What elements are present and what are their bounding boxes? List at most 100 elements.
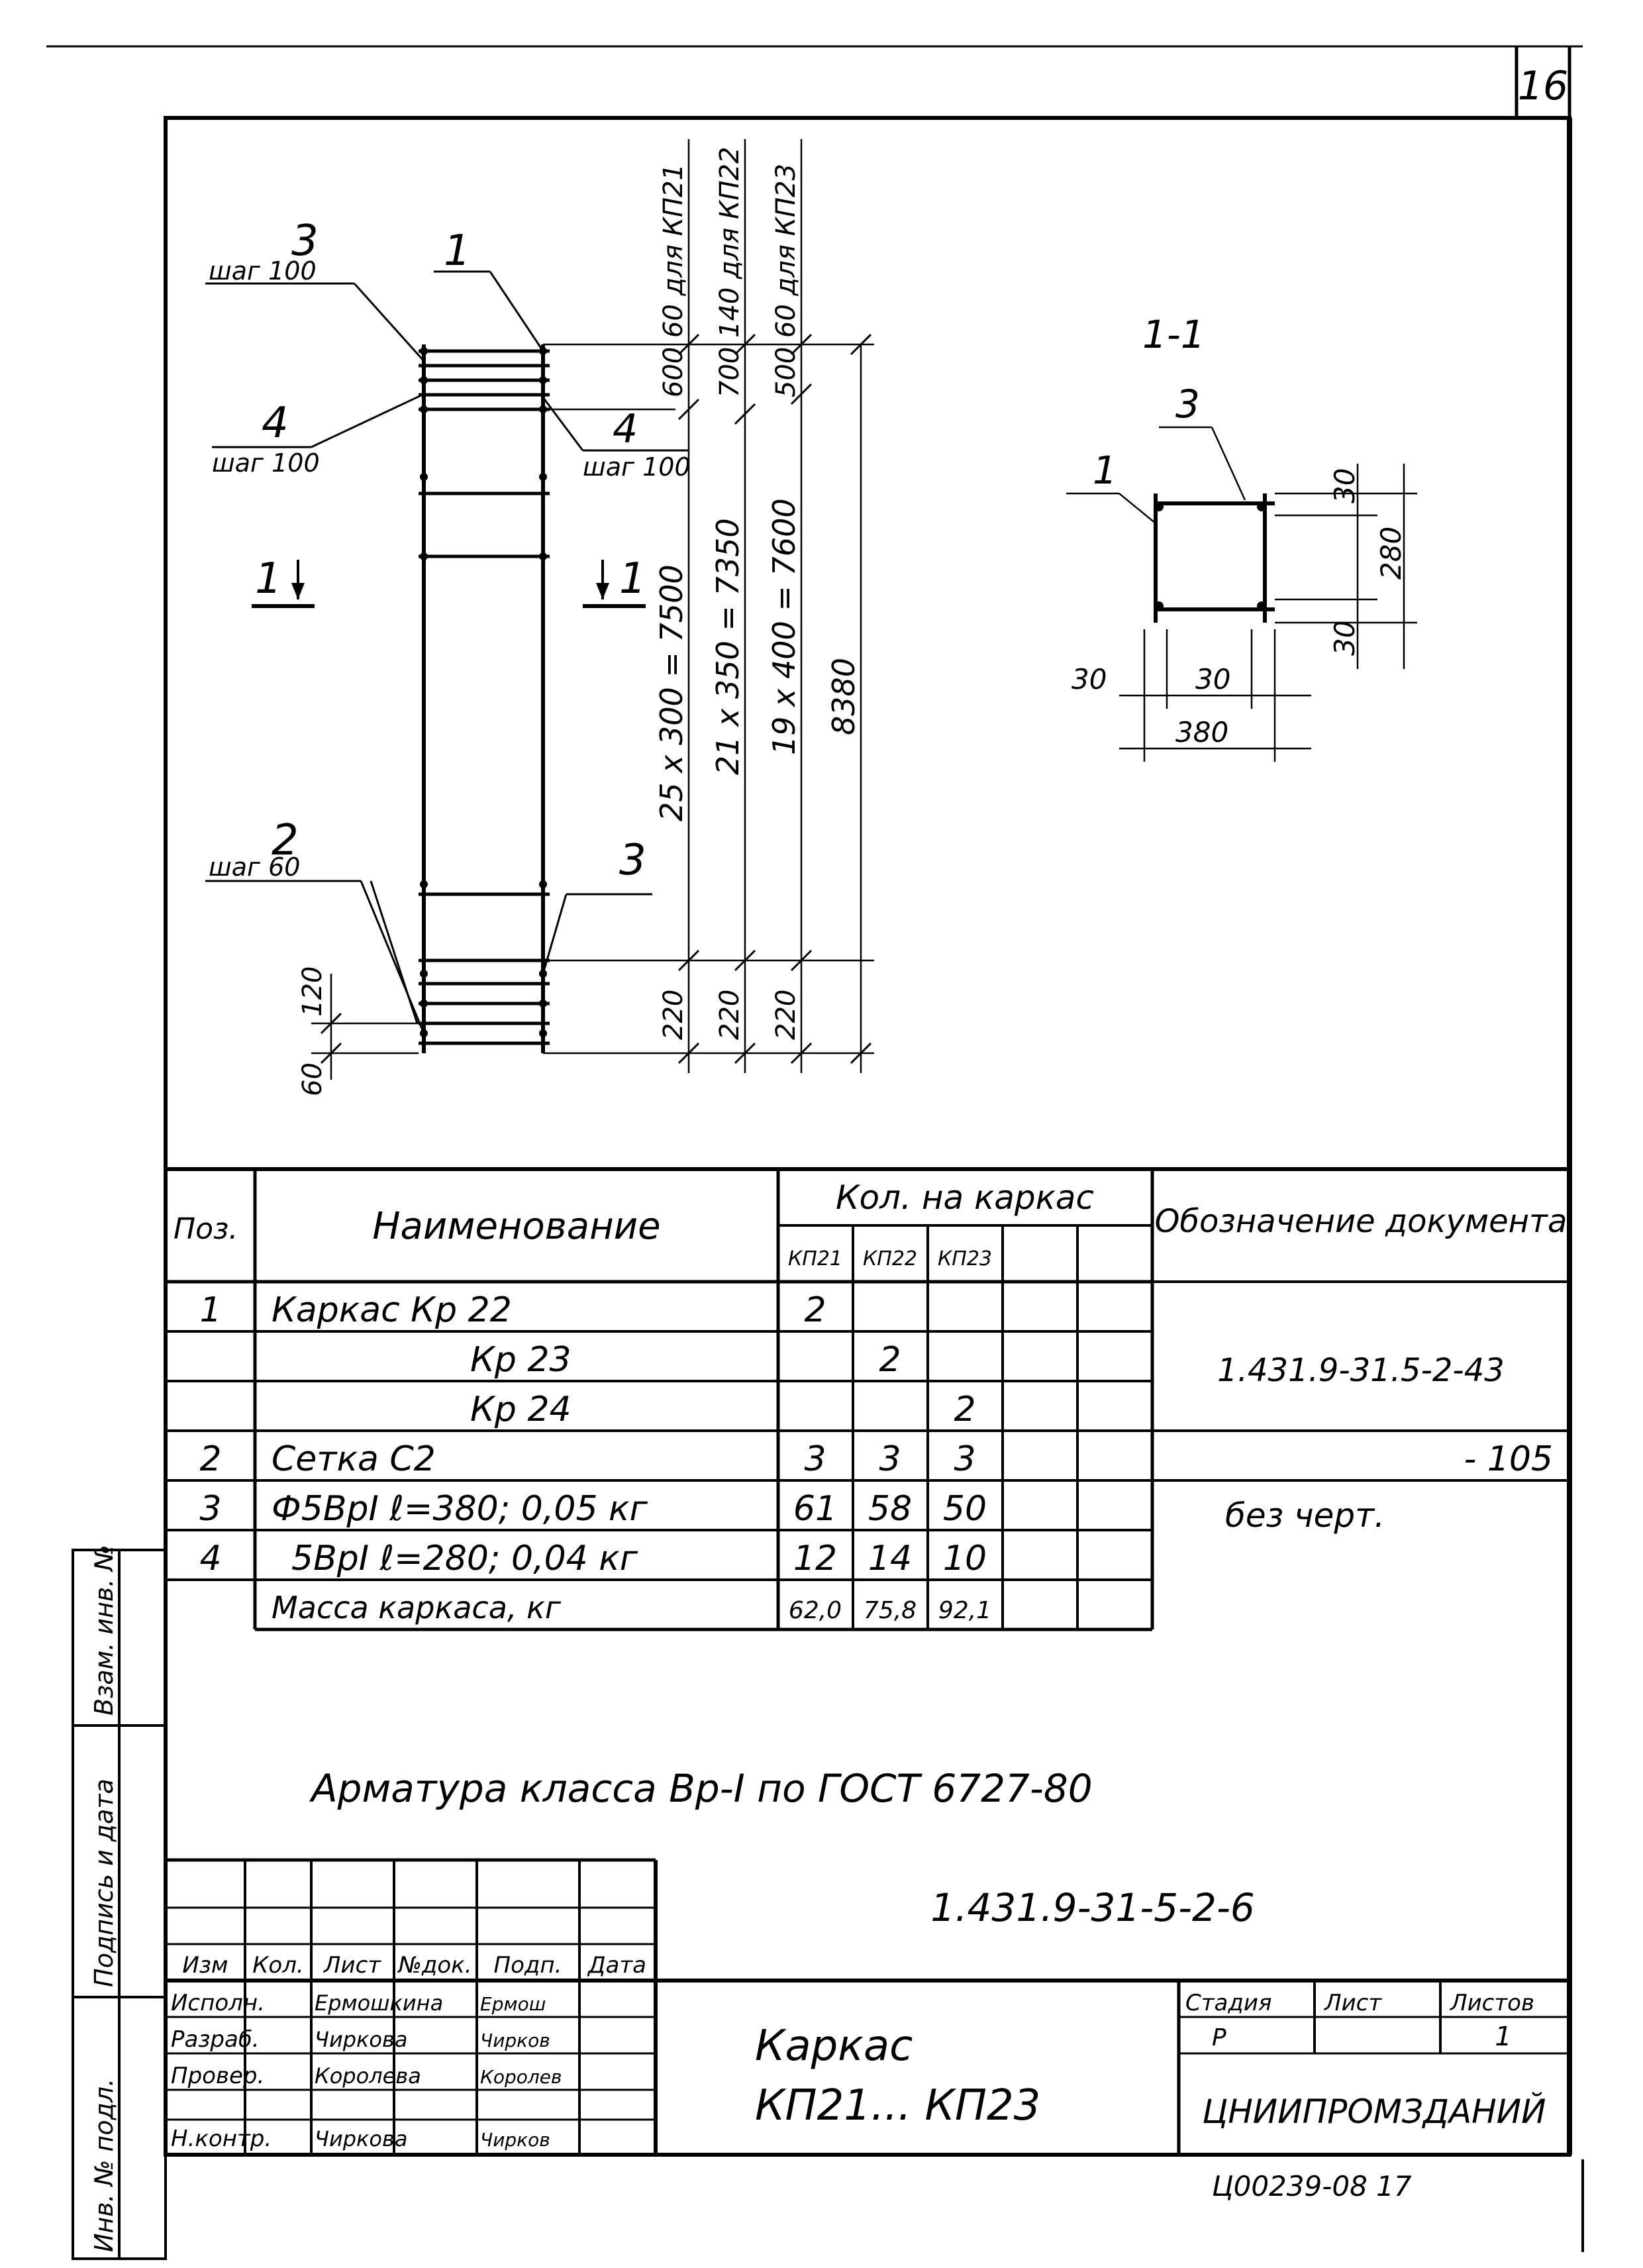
title-block-people: Исполн. Ермошкина Ермош Разраб. Чиркова …	[171, 1990, 562, 2152]
th-name: Наименование	[372, 1205, 660, 1248]
row-3-name: Кр 24	[470, 1390, 572, 1429]
callout-p2: 2	[272, 816, 299, 865]
th-doc: Обозначение документа	[1155, 1203, 1568, 1240]
dimension-lines	[311, 139, 874, 1080]
title-block-headers: Изм Кол. Лист №док. Подп. Дата	[182, 1952, 646, 1979]
callout-p2-step: шаг 60	[209, 852, 300, 882]
row-4-pos: 2	[199, 1439, 221, 1479]
tb-h-izm: Изм	[182, 1952, 228, 1979]
row-6-q3: 10	[943, 1539, 987, 1578]
doc-setka: - 105	[1464, 1439, 1553, 1479]
dim-bottom-c3: 220	[771, 990, 801, 1040]
th-sub-1: КП21	[788, 1247, 842, 1270]
th-sub-2: КП22	[863, 1247, 917, 1270]
person-1-sign: Ермош	[480, 1993, 546, 2015]
table-row: 2 Сетка С2 3 3 3	[199, 1439, 975, 1479]
row-6-q2: 14	[868, 1539, 912, 1578]
row-5-name: Ф5ВрI ℓ=380; 0,05 кг	[272, 1489, 648, 1529]
section-dots	[1154, 502, 1266, 611]
callout-p3-top: 3	[291, 217, 319, 266]
table-row: 3 Ф5ВрI ℓ=380; 0,05 кг 61 58 50	[199, 1489, 987, 1529]
sheet-number: 16	[1518, 63, 1568, 109]
callout-p1-top: 1	[444, 227, 471, 276]
side-stamp-inv: Инв. № подл.	[89, 2079, 119, 2252]
row-2-name: Кр 23	[470, 1340, 572, 1380]
sheets-label: Листов	[1449, 1990, 1534, 2016]
tb-h-data: Дата	[587, 1952, 646, 1979]
dim-bottom-c1: 220	[658, 990, 689, 1040]
drawing-title-line1: Каркас	[755, 2022, 913, 2071]
dim-mid-c2: 21 x 350 = 7350	[710, 518, 746, 775]
row-7-q2: 75,8	[864, 1597, 917, 1624]
side-stamp-sign-date: Подпись и дата	[89, 1778, 119, 1987]
spec-table-grid	[166, 1167, 1569, 1631]
dim-mid-c4: 8380	[826, 658, 862, 735]
sheet-label: Лист	[1323, 1990, 1382, 2016]
callout-p4-right-step: шаг 100	[583, 452, 691, 482]
dim-top-c3-step: 500	[771, 347, 801, 397]
dim-left-a: 60	[297, 1062, 328, 1096]
bar-dots	[420, 347, 547, 1037]
table-row: Кр 24 2	[470, 1390, 976, 1429]
dim-bottom-c2: 220	[715, 990, 745, 1040]
table-row: 1 Каркас Кр 22 2	[199, 1290, 826, 1330]
callout-p3-bottom: 3	[619, 836, 646, 885]
frame-elevation	[419, 344, 550, 1053]
th-pos: Поз.	[174, 1212, 238, 1246]
person-1-role: Исполн.	[171, 1990, 265, 2016]
row-5-q2: 58	[868, 1489, 912, 1529]
sheets-value: 1	[1495, 2022, 1511, 2052]
section-1-1	[1066, 426, 1417, 762]
dim-top-c2-step: 700	[715, 347, 745, 397]
person-3-sign: Королев	[480, 2066, 562, 2088]
dim-top-c1-end: 60 для КП21	[658, 164, 689, 338]
title-code: 1.431.9-31-5-2-6	[930, 1885, 1255, 1930]
section-dim-bottom-total: 380	[1175, 716, 1228, 748]
row-4-name: Сетка С2	[272, 1439, 436, 1479]
row-5-q3: 50	[943, 1489, 987, 1529]
person-4-sign: Чирков	[480, 2129, 550, 2151]
person-3-role: Провер.	[171, 2063, 264, 2089]
reinforcement-note: Арматура класса Вр-I по ГОСТ 6727-80	[309, 1766, 1093, 1811]
cut-arrow-right	[596, 583, 609, 599]
section-dim-right-top: 30	[1328, 468, 1361, 503]
tb-h-ndok: №док.	[397, 1952, 472, 1979]
row-1-name: Каркас Кр 22	[272, 1290, 512, 1330]
row-1-q1: 2	[804, 1290, 826, 1330]
dim-top-c2-end: 140 для КП22	[715, 147, 745, 338]
row-2-q2: 2	[879, 1340, 901, 1380]
table-row: 4 5ВрI ℓ=280; 0,04 кг 12 14 10	[199, 1539, 987, 1578]
person-2-role: Разраб.	[171, 2026, 260, 2053]
table-row: Кр 23 2	[470, 1340, 901, 1380]
row-6-q1: 12	[793, 1539, 837, 1578]
side-stamp	[72, 1549, 167, 2260]
footer-code: Ц00239-08 17	[1212, 2170, 1412, 2202]
stage-value: Р	[1212, 2024, 1226, 2051]
row-4-q1: 3	[804, 1439, 826, 1479]
dim-mid-c1: 25 x 300 = 7500	[654, 564, 689, 821]
organization: ЦНИИПРОМЗДАНИЙ	[1202, 2092, 1546, 2131]
row-5-q1: 61	[793, 1489, 837, 1529]
table-row: Масса каркаса, кг 62,0 75,8 92,1	[272, 1590, 991, 1625]
drawing-title-line2: КП21... КП23	[755, 2081, 1040, 2130]
dim-top-c3-end: 60 для КП23	[771, 164, 801, 338]
title-block-grid	[166, 1858, 1569, 2157]
doc-kr: 1.431.9-31.5-2-43	[1217, 1352, 1505, 1389]
th-qty: Кол. на каркас	[836, 1178, 1094, 1217]
section-dim-bottom-mid: 30	[1195, 663, 1230, 696]
side-stamp-vzam: Взам. инв. №	[89, 1545, 119, 1716]
callout-p3-top-step: шаг 100	[209, 256, 317, 285]
row-6-name: 5ВрI ℓ=280; 0,04 кг	[291, 1539, 638, 1578]
dim-mid-c3: 19 x 400 = 7600	[766, 498, 802, 755]
row-4-q3: 3	[954, 1439, 975, 1479]
row-7-q1: 62,0	[789, 1597, 842, 1624]
row-7-q3: 92,1	[938, 1597, 991, 1624]
cut-mark-left: 1	[255, 554, 282, 603]
row-7-name: Масса каркаса, кг	[272, 1590, 562, 1625]
person-4-role: Н.контр.	[171, 2126, 272, 2152]
person-1-name: Ермошкина	[315, 1990, 443, 2016]
section-callout-3: 3	[1175, 382, 1200, 427]
cut-arrow-left	[291, 583, 305, 599]
row-6-pos: 4	[199, 1539, 221, 1578]
